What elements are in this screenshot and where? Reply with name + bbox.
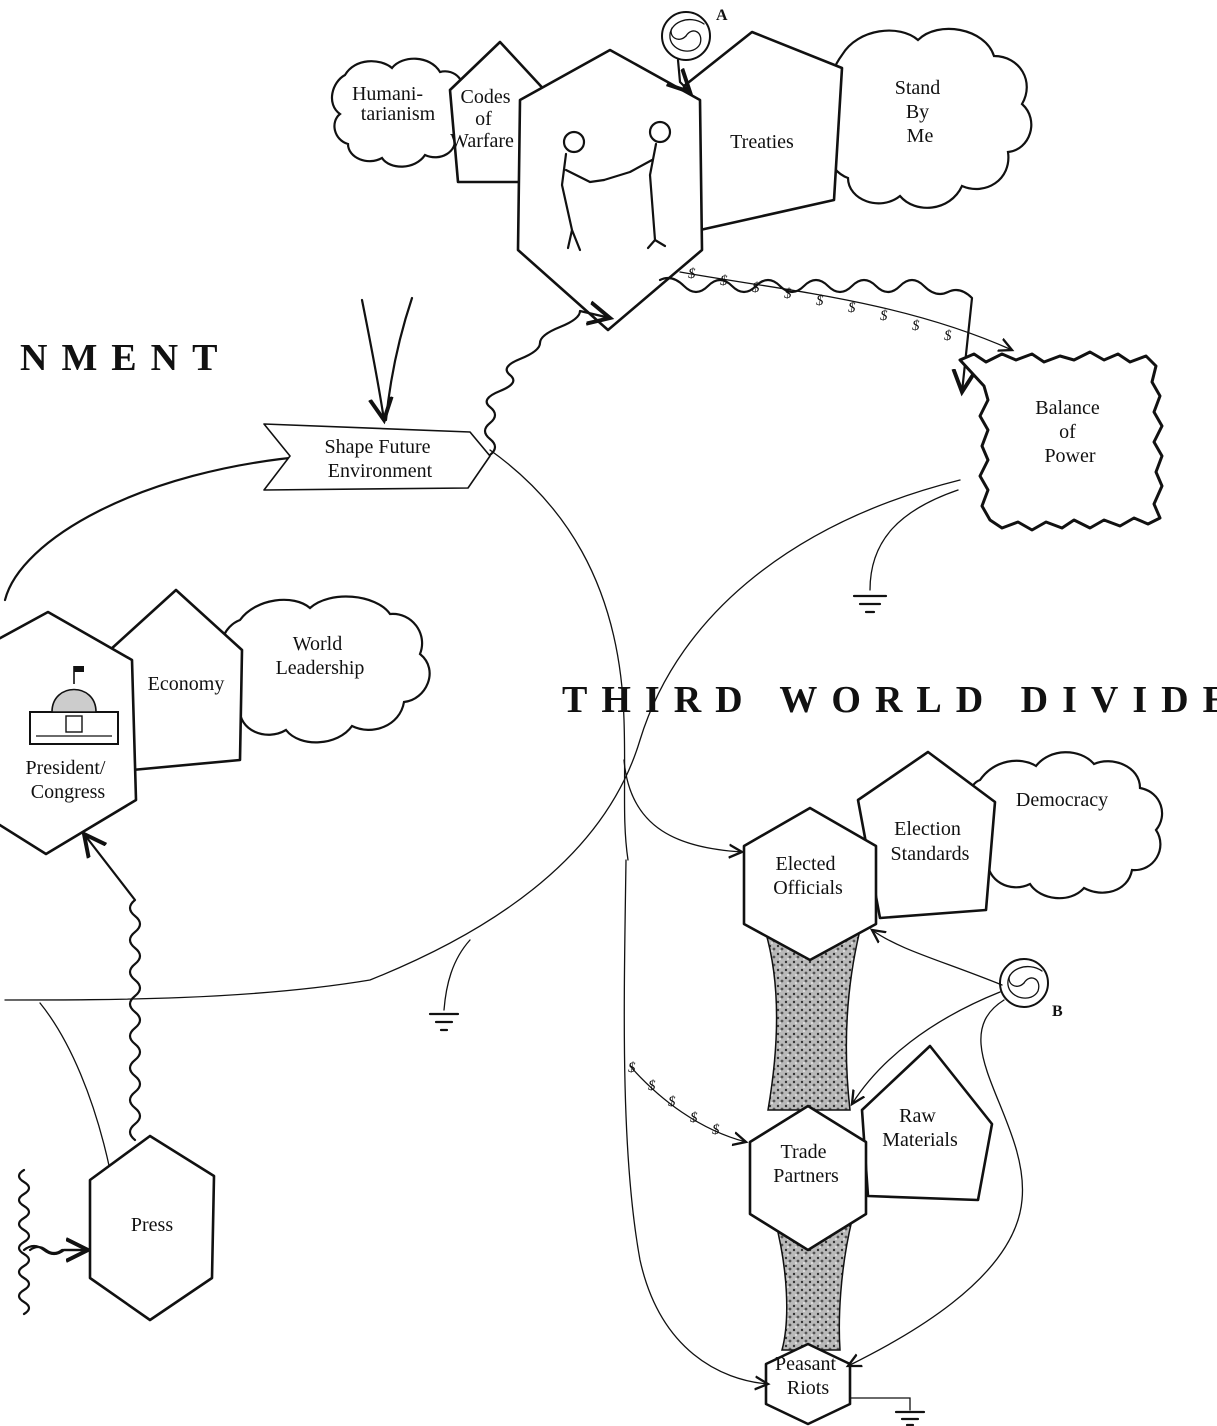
svg-text:$: $	[752, 280, 760, 296]
box-balance-of-power	[958, 350, 1164, 532]
spiral-b-icon	[999, 958, 1049, 1008]
label-world-leadership: World Leadership	[276, 633, 365, 679]
svg-text:$: $	[648, 1078, 656, 1094]
dollar-flow-to-trade	[629, 1065, 746, 1142]
line-shape-future-down	[489, 449, 629, 861]
svg-text:$: $	[944, 328, 952, 344]
svg-text:$: $	[720, 273, 728, 289]
svg-text:$: $	[912, 318, 920, 334]
ground-icon-middle	[428, 1012, 460, 1032]
heading-third-world: THIRD WORLD DIVIDED	[562, 679, 1217, 721]
dollar-marks-bottom: $ $ $ $ $	[628, 1060, 720, 1138]
spiral-b-to-officials	[872, 930, 1003, 986]
label-treaties: Treaties	[730, 131, 794, 153]
label-press: Press	[131, 1214, 173, 1236]
hexagon-diplomacy	[516, 48, 704, 332]
arrow-into-shape-future	[360, 298, 384, 420]
handshake-figures-icon	[560, 120, 672, 252]
label-peasant-riots: Peasant Riots	[775, 1353, 841, 1399]
wave-diplomacy-to-balance	[658, 276, 972, 392]
label-economy: Economy	[148, 673, 225, 695]
spiral-a-label: A	[716, 7, 728, 24]
svg-text:$: $	[784, 286, 792, 302]
spiral-a-icon	[661, 11, 711, 92]
svg-text:$: $	[712, 1122, 720, 1138]
spiral-b-to-riots	[848, 999, 1024, 1366]
label-president-congress: President/ Congress	[26, 757, 111, 803]
ground-icon-balance	[852, 594, 888, 614]
capitol-icon	[29, 666, 119, 745]
hexagon-press	[88, 1134, 216, 1322]
wave-shape-future-to-diplomacy	[483, 311, 610, 457]
heading-government: NMENT	[20, 337, 231, 379]
spiral-b-to-trade	[852, 991, 1001, 1104]
label-election-standards: Election Standards	[891, 818, 970, 865]
label-democracy: Democracy	[1016, 789, 1108, 811]
riots-to-ground	[849, 1397, 911, 1411]
line-balance-to-ground	[869, 489, 959, 591]
hexagon-trade-partners	[748, 1104, 868, 1252]
loop-to-elected-officials	[623, 759, 742, 852]
stipple-officials-trade	[763, 929, 861, 1111]
label-elected-officials: Elected Officials	[773, 853, 843, 899]
shape-future-environment	[263, 423, 491, 491]
svg-text:$: $	[628, 1060, 636, 1076]
coil-into-press	[17, 1168, 88, 1316]
line-balance-to-divided	[4, 479, 961, 1001]
label-stand-by-me: Stand By Me	[895, 77, 946, 147]
cloud-humanitarianism	[330, 57, 471, 168]
label-humanitarianism: Humani- tarianism	[352, 83, 436, 125]
stipple-trade-riots	[774, 1219, 853, 1351]
svg-text:$: $	[688, 266, 696, 282]
svg-text:$: $	[880, 308, 888, 324]
svg-text:$: $	[668, 1094, 676, 1110]
wave-into-president-left	[28, 1245, 90, 1255]
line-to-ground-middle	[443, 939, 471, 1011]
label-raw-materials: Raw Materials	[882, 1105, 958, 1151]
dollar-flow-to-balance	[679, 271, 1012, 350]
label-balance-of-power: Balance of Power	[1035, 397, 1104, 467]
label-codes-of-warfare: Codes of Warfare	[450, 86, 515, 152]
arrow-left-to-shape-future	[3, 456, 310, 602]
label-trade-partners: Trade Partners	[773, 1141, 839, 1187]
line-left-curve	[39, 1002, 111, 1171]
line-to-peasant-riots	[623, 859, 768, 1384]
hexagon-elected-officials	[742, 806, 878, 962]
wave-press-to-president	[84, 834, 142, 1142]
cloud-democracy	[966, 751, 1164, 900]
svg-text:$: $	[816, 293, 824, 309]
dollar-marks-top: $ $ $ $ $ $ $ $ $	[688, 266, 952, 344]
label-shape-future: Shape Future Environment	[324, 436, 435, 482]
spiral-b-label: B	[1052, 1003, 1063, 1020]
svg-text:$: $	[848, 300, 856, 316]
ground-icon-riots	[894, 1410, 926, 1426]
arrow-curve-right	[384, 296, 414, 422]
svg-text:$: $	[690, 1110, 698, 1126]
